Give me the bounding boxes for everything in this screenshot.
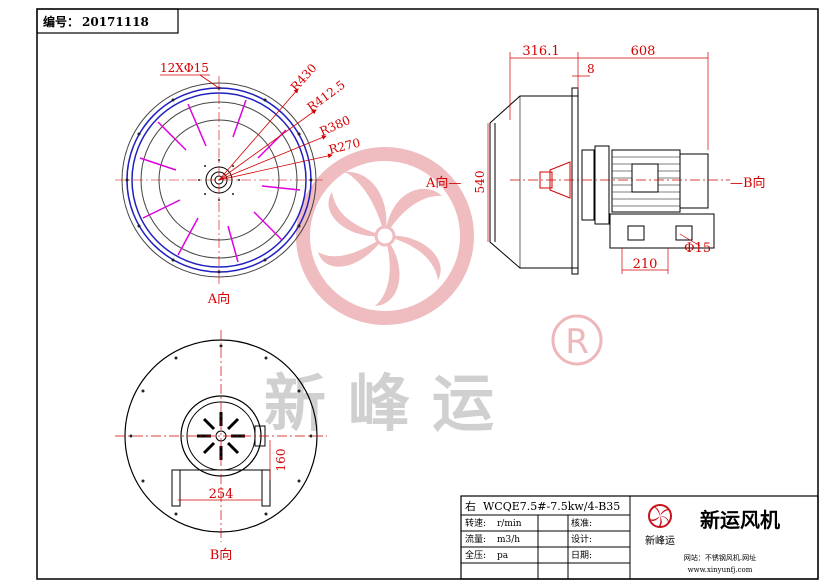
- watermark-text: 新峰运: [264, 367, 516, 440]
- model-code: WCQE7.5#-7.5kw/4-B35: [483, 500, 620, 513]
- design-label: 设计:: [571, 533, 592, 545]
- a-view-impeller: [115, 74, 333, 284]
- dim-316: 316.1: [522, 44, 559, 59]
- radius-430: R430: [288, 61, 320, 94]
- speed-value: r/min: [497, 519, 522, 529]
- dim-8: 8: [587, 62, 595, 76]
- title-block: [460, 495, 819, 580]
- holes-label: 12XΦ15: [160, 61, 209, 75]
- dim-254: 254: [209, 487, 234, 502]
- side-view: [487, 52, 730, 275]
- dim-608: 608: [631, 44, 656, 59]
- radius-412: R412.5: [305, 78, 348, 115]
- dim-210: 210: [633, 257, 658, 272]
- website-url: www.xinyunfj.com: [688, 566, 753, 574]
- pressure-label: 全压:: [465, 549, 486, 561]
- date-label: 日期:: [571, 550, 592, 561]
- a-direction-label: A向—: [425, 175, 461, 191]
- watermark-logo: [296, 147, 474, 325]
- drawing-frame: [36, 8, 819, 580]
- radius-380: R380: [318, 113, 353, 139]
- company-logo-icon: [648, 504, 672, 528]
- b-view-label: B向: [210, 547, 233, 563]
- website-label: 网站：不锈钢风机.网址: [684, 553, 756, 562]
- svg-text:R: R: [565, 322, 589, 362]
- b-direction-label: —B向: [730, 175, 766, 191]
- dim-160: 160: [274, 449, 288, 472]
- b-view-fan: [115, 330, 327, 542]
- drawing-no-box: [36, 8, 179, 34]
- a-view-label: A向: [207, 291, 230, 307]
- drawing-no-label: 编号：: [42, 14, 79, 29]
- model-prefix: 右: [465, 499, 476, 513]
- dim-bolt: Φ15: [684, 241, 711, 256]
- logo-text: 新峰运: [645, 534, 675, 547]
- speed-label: 转速:: [465, 517, 486, 529]
- approve-label: 核准:: [571, 517, 592, 529]
- flow-value: m3/h: [497, 535, 520, 545]
- company-name: 新运风机: [700, 508, 780, 532]
- flow-label: 流量:: [465, 533, 486, 545]
- dim-540: 540: [473, 171, 487, 194]
- drawing-no: 20171118: [82, 15, 149, 29]
- registered-mark: R: [551, 314, 603, 366]
- pressure-value: pa: [497, 551, 509, 561]
